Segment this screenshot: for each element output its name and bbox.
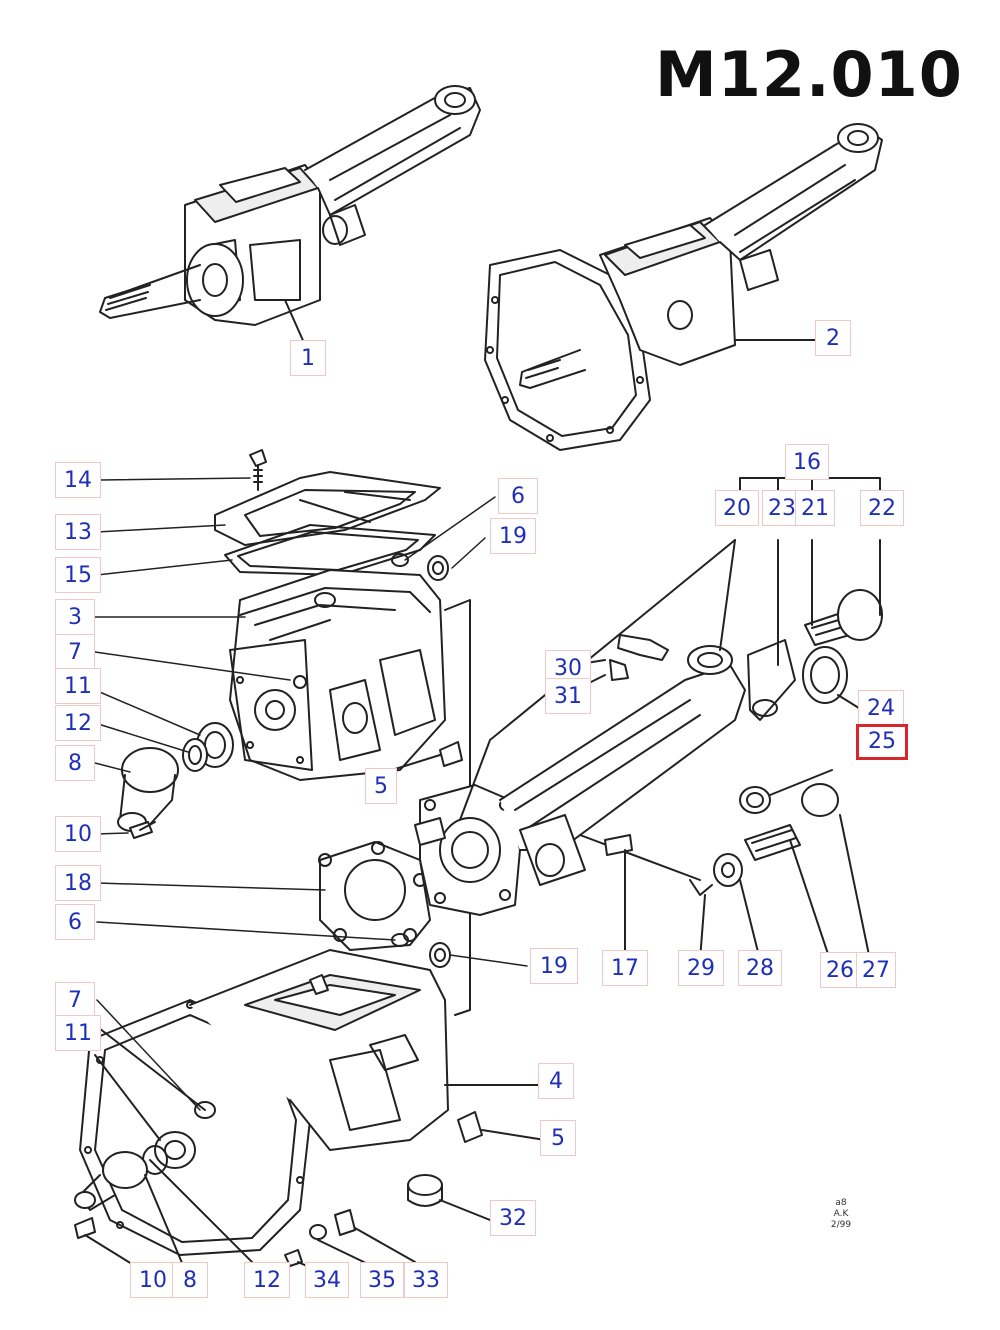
- callout-c28[interactable]: 28: [738, 950, 782, 986]
- callout-c3[interactable]: 3: [55, 599, 95, 635]
- callout-c6a[interactable]: 6: [498, 478, 538, 514]
- callout-c32[interactable]: 32: [490, 1200, 536, 1236]
- callout-c2[interactable]: 2: [815, 320, 851, 356]
- callout-c31[interactable]: 31: [545, 678, 591, 714]
- callout-c21[interactable]: 21: [795, 490, 835, 526]
- callout-c6b[interactable]: 6: [55, 904, 95, 940]
- leader-lines: [94, 477, 528, 1111]
- callout-c5a[interactable]: 5: [365, 768, 397, 804]
- drawing-reference-line: 2/99: [830, 1220, 852, 1230]
- callout-c8b[interactable]: 8: [172, 1262, 208, 1298]
- drawing-reference-line: A.K: [833, 1209, 849, 1219]
- callout-c4[interactable]: 4: [538, 1063, 574, 1099]
- callout-c18[interactable]: 18: [55, 865, 101, 901]
- callout-c35[interactable]: 35: [360, 1262, 404, 1298]
- callout-c26[interactable]: 26: [820, 952, 860, 988]
- drawing-reference: a8 A.K 2/99: [826, 1198, 856, 1231]
- callout-c20[interactable]: 20: [715, 490, 759, 526]
- selector-shaft-parts: [459, 469, 883, 961]
- callout-c34[interactable]: 34: [305, 1262, 349, 1298]
- gearbox-casing-3: [229, 553, 463, 781]
- callout-c24[interactable]: 24: [858, 690, 904, 726]
- callout-c7b[interactable]: 7: [55, 982, 95, 1018]
- gearbox-assembly-2: [484, 123, 883, 451]
- extension-housing: [414, 645, 746, 916]
- callout-c29[interactable]: 29: [678, 950, 724, 986]
- callout-c11b[interactable]: 11: [55, 1015, 101, 1051]
- callout-c12a[interactable]: 12: [55, 705, 101, 741]
- callout-c13[interactable]: 13: [55, 514, 101, 550]
- callout-c7a[interactable]: 7: [55, 634, 95, 670]
- callout-c12b[interactable]: 12: [244, 1262, 290, 1298]
- callout-c22[interactable]: 22: [860, 490, 904, 526]
- callout-c25[interactable]: 25: [856, 724, 908, 760]
- callout-c16[interactable]: 16: [785, 444, 829, 480]
- callout-c27[interactable]: 27: [856, 952, 896, 988]
- diagram-title: M12.010: [655, 38, 963, 111]
- gearbox-casing-4: [74, 949, 546, 1273]
- callout-c19a[interactable]: 19: [490, 518, 536, 554]
- drawing-reference-line: a8: [835, 1198, 847, 1208]
- callout-c10a[interactable]: 10: [55, 816, 101, 852]
- callout-c15[interactable]: 15: [55, 557, 101, 593]
- callout-c33[interactable]: 33: [404, 1262, 448, 1298]
- gearbox-assembly-1: [99, 85, 481, 346]
- callout-c14[interactable]: 14: [55, 462, 101, 498]
- callout-c8a[interactable]: 8: [55, 745, 95, 781]
- callout-c19b[interactable]: 19: [530, 948, 578, 984]
- callout-c5b[interactable]: 5: [540, 1120, 576, 1156]
- top-cover-parts: [214, 449, 441, 576]
- callout-c17[interactable]: 17: [602, 950, 648, 986]
- callout-c1[interactable]: 1: [290, 340, 326, 376]
- front-seal-parts: [117, 722, 234, 839]
- callout-c11a[interactable]: 11: [55, 668, 101, 704]
- callout-c10b[interactable]: 10: [130, 1262, 176, 1298]
